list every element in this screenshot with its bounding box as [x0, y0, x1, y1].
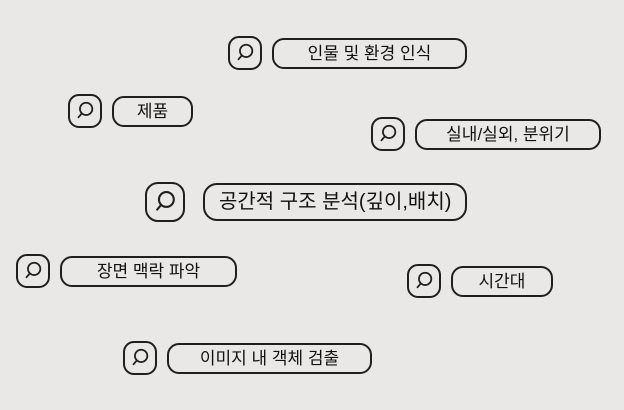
- tag-product: 제품: [68, 94, 193, 128]
- tag-spatial-structure-analysis: 공간적 구조 분석(깊이,배치): [145, 182, 468, 222]
- tag-label-pill[interactable]: 시간대: [451, 265, 553, 297]
- tag-people-environment: 인물 및 환경 인식: [228, 36, 467, 70]
- tag-label-pill[interactable]: 제품: [112, 95, 193, 127]
- tag-label: 실내/실외, 분위기: [446, 124, 570, 144]
- search-icon: [380, 124, 397, 142]
- search-icon: [25, 261, 42, 279]
- tag-label-pill[interactable]: 인물 및 환경 인식: [272, 37, 467, 69]
- search-icon: [237, 43, 254, 61]
- tag-label: 시간대: [478, 271, 526, 291]
- search-icon-button[interactable]: [371, 117, 405, 151]
- search-icon: [416, 271, 433, 289]
- tag-scene-context: 장면 맥락 파악: [16, 254, 237, 288]
- search-icon-button[interactable]: [145, 182, 185, 222]
- tag-object-detection: 이미지 내 객체 검출: [123, 341, 372, 375]
- tag-label: 장면 맥락 파악: [96, 261, 201, 281]
- search-icon-button[interactable]: [68, 94, 102, 128]
- search-icon-button[interactable]: [123, 341, 157, 375]
- tag-label-pill[interactable]: 공간적 구조 분석(깊이,배치): [203, 183, 468, 221]
- tag-label-pill[interactable]: 장면 맥락 파악: [60, 255, 237, 287]
- search-icon-button[interactable]: [16, 254, 50, 288]
- search-icon: [156, 190, 175, 211]
- search-icon-button[interactable]: [228, 36, 262, 70]
- tag-label-pill[interactable]: 실내/실외, 분위기: [415, 118, 601, 150]
- tag-label: 인물 및 환경 인식: [307, 43, 432, 63]
- tag-label: 공간적 구조 분석(깊이,배치): [219, 191, 452, 213]
- tag-label: 이미지 내 객체 검출: [199, 348, 340, 368]
- tag-label-pill[interactable]: 이미지 내 객체 검출: [167, 342, 372, 374]
- tag-time-of-day: 시간대: [407, 264, 553, 298]
- search-icon-button[interactable]: [407, 264, 441, 298]
- search-icon: [132, 348, 149, 366]
- search-icon: [77, 101, 94, 119]
- tag-indoor-outdoor-mood: 실내/실외, 분위기: [371, 117, 601, 151]
- tag-label: 제품: [136, 101, 169, 121]
